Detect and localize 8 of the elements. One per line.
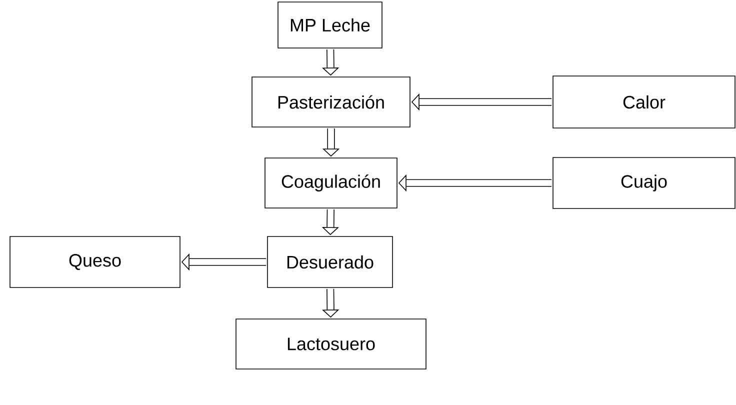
- process-box: Calor: [552, 76, 736, 128]
- process-box: Desuerado: [267, 236, 393, 288]
- process-box: Lactosuero: [236, 318, 426, 370]
- process-box: Cuajo: [552, 157, 736, 209]
- process-box: MP Leche: [278, 2, 382, 48]
- process-box: Coagulación: [264, 158, 398, 208]
- process-box: Pasterización: [252, 76, 410, 128]
- process-box: Queso: [10, 236, 180, 288]
